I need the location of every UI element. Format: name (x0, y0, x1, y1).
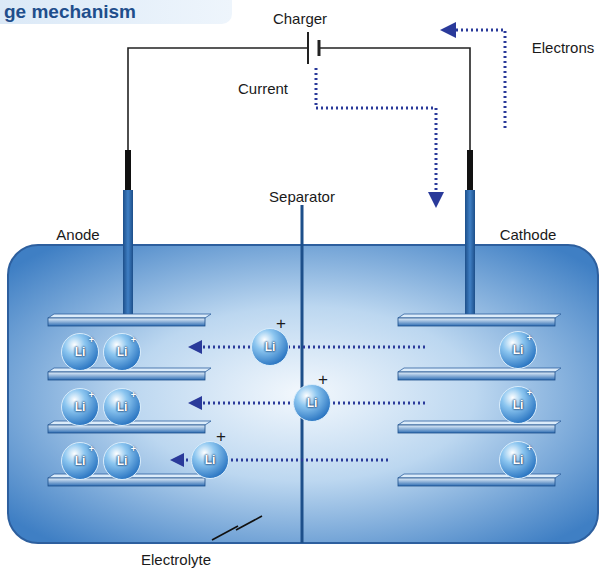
lithium-ion: Li+ (293, 384, 331, 422)
electrode-plate (398, 425, 555, 433)
ion-symbol: Li (62, 400, 98, 414)
ion-charge: + (131, 335, 136, 345)
current-arrow (316, 68, 436, 196)
electrode-plate (48, 425, 205, 433)
part-label: Current (238, 80, 288, 97)
ion-symbol: Li (104, 345, 140, 359)
title-banner: ge mechanism (0, 0, 232, 24)
ion-symbol: Li (104, 400, 140, 414)
ion-arrow (198, 346, 425, 349)
plate-top (398, 314, 561, 318)
ion-symbol: Li (294, 396, 330, 410)
ion-symbol: Li (500, 398, 536, 412)
part-label: Charger (273, 10, 327, 27)
plate-top (398, 474, 561, 478)
arrow-head (170, 453, 184, 467)
anode-rod (123, 190, 133, 318)
separator (301, 205, 304, 543)
wire (128, 48, 470, 152)
part-label: Separator (269, 188, 335, 205)
ion-charge: + (276, 314, 286, 334)
ion-charge: + (527, 443, 532, 453)
electrode-plate (398, 372, 555, 380)
electrode-plate (398, 478, 555, 486)
title: ge mechanism (4, 1, 136, 23)
ion-charge: + (89, 335, 94, 345)
arrow-head (428, 192, 444, 208)
ion-charge: + (216, 427, 226, 447)
ion-symbol: Li (252, 340, 288, 354)
part-label: Electrolyte (141, 551, 211, 568)
lithium-ion: Li+ (191, 441, 229, 479)
lithium-ion: Li+ (499, 386, 537, 424)
leader-line (212, 516, 262, 540)
ion-symbol: Li (62, 454, 98, 468)
battery-plate (307, 32, 309, 64)
lithium-ion: Li+ (61, 333, 99, 371)
arrow-head (188, 340, 202, 354)
ion-charge: + (131, 444, 136, 454)
electrode-plate (48, 318, 205, 326)
battery-plate (318, 40, 321, 56)
plate-top (398, 421, 561, 425)
lithium-ion: Li+ (103, 333, 141, 371)
lithium-ion: Li+ (499, 441, 537, 479)
lithium-ion: Li+ (499, 331, 537, 369)
lithium-ion: Li+ (103, 388, 141, 426)
lithium-ion: Li+ (251, 328, 289, 366)
ion-symbol: Li (62, 345, 98, 359)
lithium-ion: Li+ (103, 442, 141, 480)
ion-symbol: Li (104, 454, 140, 468)
arrow-head (440, 22, 456, 38)
lithium-ion: Li+ (61, 388, 99, 426)
ion-symbol: Li (192, 453, 228, 467)
ion-charge: + (318, 370, 328, 390)
terminal-cable (125, 150, 131, 192)
electrode-plate (48, 372, 205, 380)
arrow-head (188, 396, 202, 410)
ion-charge: + (89, 444, 94, 454)
electrode-plate (398, 318, 555, 326)
cathode-rod (465, 190, 475, 318)
part-label: Electrons (532, 39, 595, 56)
lithium-ion: Li+ (61, 442, 99, 480)
plate-top (398, 368, 561, 372)
electron-arrow (452, 30, 505, 128)
ion-charge: + (527, 388, 532, 398)
part-label: Anode (56, 226, 99, 243)
terminal-cable (467, 150, 473, 192)
plate-top (48, 314, 211, 318)
ion-charge: + (131, 390, 136, 400)
ion-symbol: Li (500, 343, 536, 357)
ion-charge: + (527, 333, 532, 343)
ion-symbol: Li (500, 453, 536, 467)
part-label: Cathode (500, 226, 557, 243)
ion-charge: + (89, 390, 94, 400)
